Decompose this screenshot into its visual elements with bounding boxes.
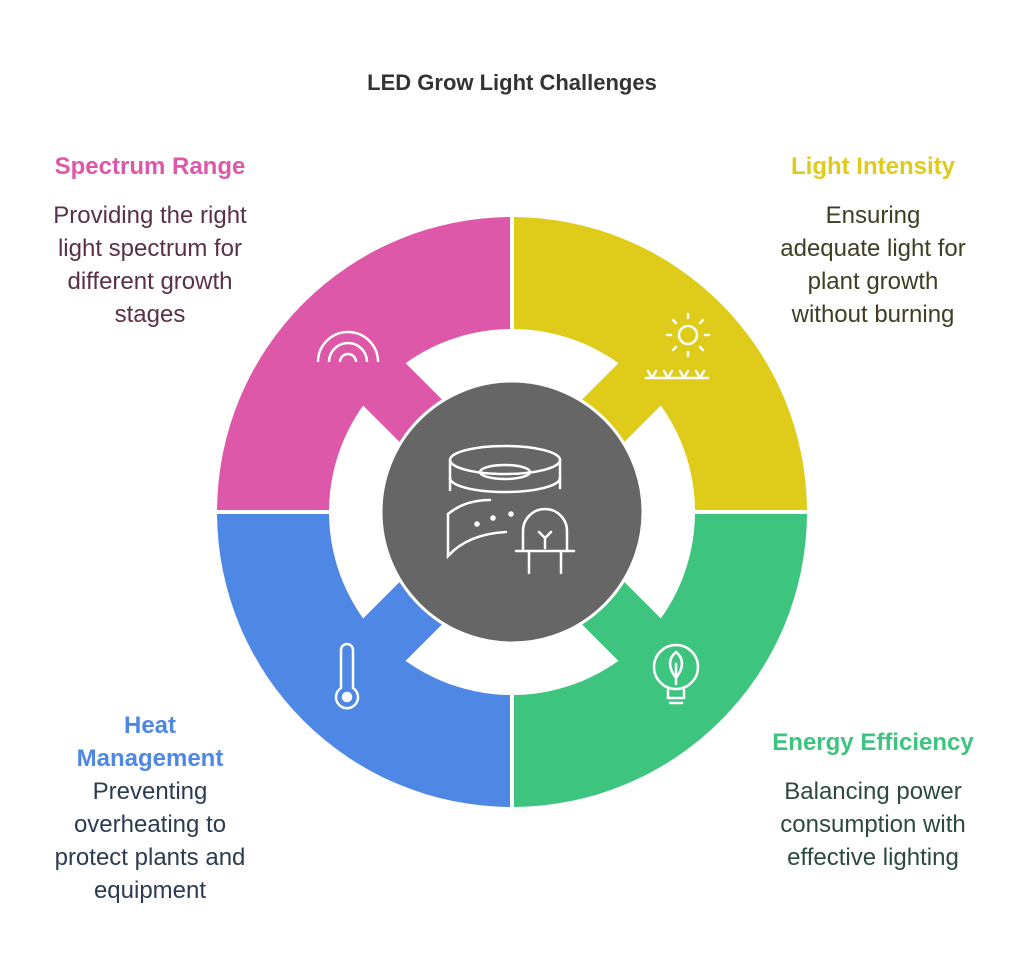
segment-intensity	[514, 217, 807, 510]
segment-energy	[514, 514, 807, 807]
energy-line: effective lighting	[787, 844, 959, 871]
energy-block: Energy Efficiency Balancing power consum…	[743, 726, 1003, 874]
spectrum-line: different growth	[67, 268, 233, 295]
spectrum-line: Providing the right	[53, 202, 247, 229]
spectrum-heading: Spectrum Range	[54, 153, 246, 180]
heat-heading: Management	[76, 745, 224, 772]
sun-over-grass-icon	[644, 312, 711, 380]
energy-heading: Energy Efficiency	[772, 729, 974, 756]
segment-heat	[217, 514, 510, 807]
heat-line: Preventing	[92, 778, 208, 805]
intensity-heading: Light Intensity	[791, 153, 955, 180]
intensity-block: Light Intensity Ensuring adequate light …	[743, 150, 1003, 331]
intensity-line: plant growth	[807, 268, 939, 295]
spectrum-block: Spectrum Range Providing the right light…	[20, 150, 280, 331]
energy-line: Balancing power	[784, 778, 962, 805]
spectrum-line: stages	[114, 301, 186, 328]
thermometer-icon	[334, 642, 360, 710]
page-title: LED Grow Light Challenges	[367, 70, 657, 95]
eco-bulb-icon	[652, 643, 700, 705]
led-strip-icon	[446, 444, 576, 575]
signal-waves-icon	[316, 330, 380, 363]
spectrum-line: light spectrum for	[57, 235, 243, 262]
intensity-line: adequate light for	[780, 235, 966, 262]
energy-line: consumption with	[780, 811, 966, 838]
heat-line: protect plants and	[54, 844, 246, 871]
heat-line: equipment	[93, 877, 207, 904]
segment-spectrum	[217, 217, 510, 510]
heat-block: Heat Management Preventing overheating t…	[20, 709, 280, 907]
intensity-line: without burning	[791, 301, 955, 328]
intensity-line: Ensuring	[825, 202, 921, 229]
heat-line: overheating to	[73, 811, 227, 838]
heat-heading: Heat	[123, 712, 177, 739]
